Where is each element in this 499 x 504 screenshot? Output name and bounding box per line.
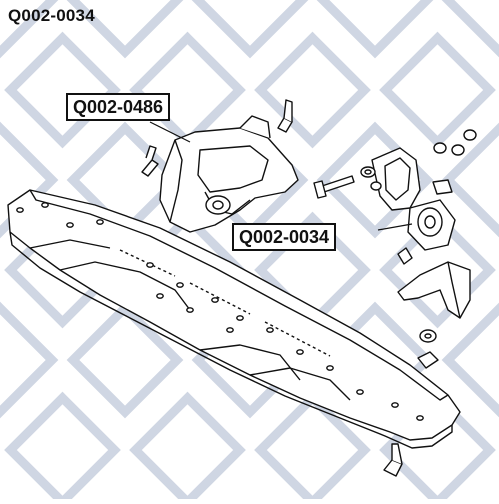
watermark-diamond	[129, 391, 246, 504]
bolt-hole	[16, 207, 24, 213]
crossmember-drawing	[7, 189, 461, 449]
watermark-diamond	[66, 301, 184, 419]
callout-label-a: Q002-0486	[66, 93, 171, 121]
watermark-diamond	[4, 391, 121, 504]
leader-lines	[149, 121, 413, 231]
watermark-diamond	[66, 0, 184, 59]
bolt-hole	[391, 402, 399, 408]
watermark-diamond	[254, 31, 371, 149]
left-mount-drawing	[141, 99, 299, 233]
watermark-diamond	[316, 0, 434, 59]
watermark-diamond	[441, 122, 499, 238]
bolt-hole	[176, 282, 184, 288]
watermark-diamond	[4, 31, 121, 149]
bolt-hole	[326, 365, 334, 371]
watermark-diamond	[441, 302, 499, 418]
bolt-hole	[156, 293, 164, 299]
bolt-hole	[96, 219, 104, 225]
bolt-hole	[416, 415, 424, 421]
bolt-hole	[296, 349, 304, 355]
bolt-hole	[186, 307, 194, 313]
bolt-hole	[211, 297, 219, 303]
bolt-hole	[356, 389, 364, 395]
bolt-hole	[66, 222, 74, 228]
part-number-title: Q002-0034	[8, 6, 95, 25]
bolt-hole	[266, 327, 274, 333]
watermark-diamond	[129, 31, 246, 149]
bolt-hole	[236, 315, 244, 321]
watermark-diamond	[441, 0, 499, 58]
bolt-hole	[226, 327, 234, 333]
bolt-hole	[41, 202, 49, 208]
watermark-diamond	[191, 0, 309, 59]
callout-label-b: Q002-0034	[232, 223, 337, 251]
right-mount-drawing	[313, 129, 477, 477]
bolt-hole	[146, 262, 154, 268]
watermark-diamond	[379, 31, 496, 149]
watermark-diamond	[0, 301, 59, 419]
watermark-diamond	[0, 121, 59, 239]
